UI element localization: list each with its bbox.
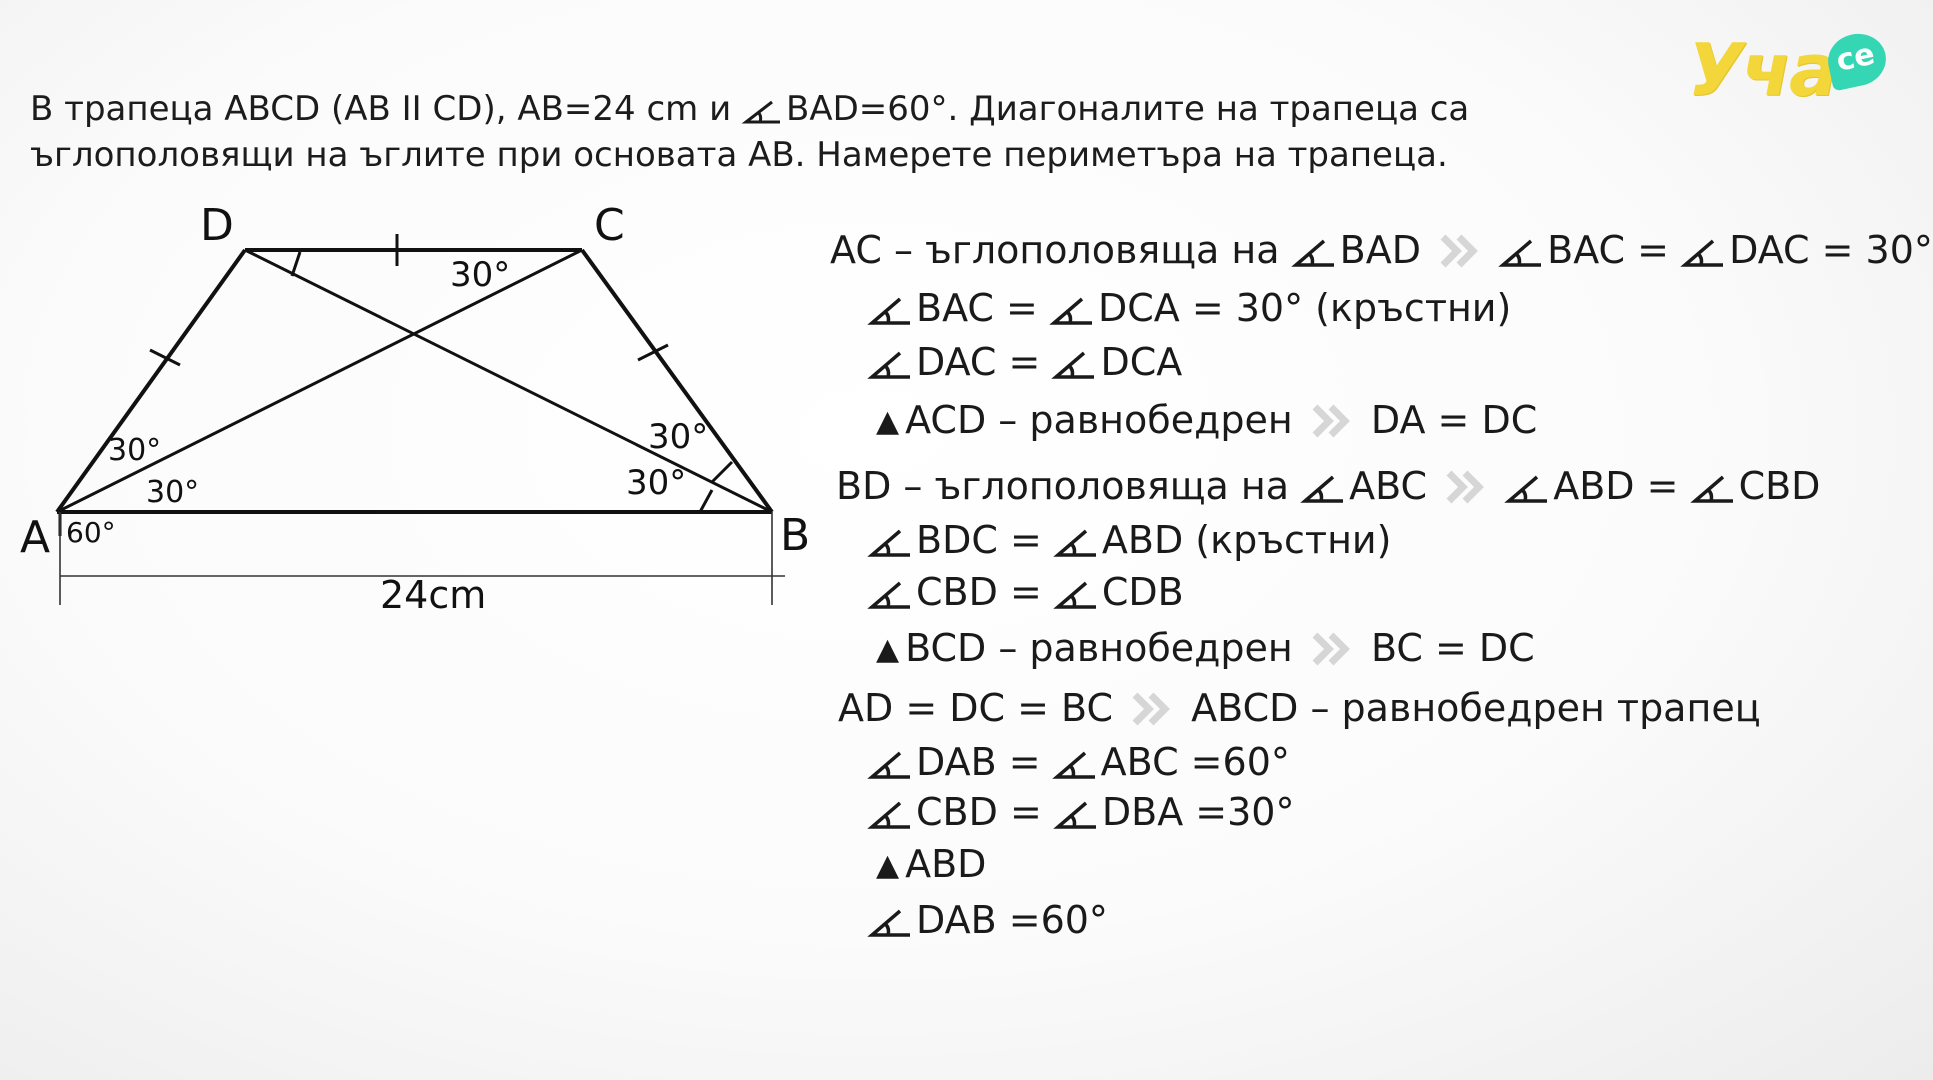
angle-icon xyxy=(1498,239,1542,267)
angle-mark-d xyxy=(290,251,302,277)
angle-icon xyxy=(1053,581,1096,609)
angle-icon xyxy=(867,751,910,779)
solution-text: ACD – равнобедрен xyxy=(905,398,1293,442)
angle-icon xyxy=(1049,297,1092,325)
side-ad xyxy=(55,248,247,514)
double-chevron-icon xyxy=(1312,632,1350,666)
vertex-d-label: D xyxy=(200,200,234,251)
solution-text: BDC = xyxy=(916,518,1042,562)
angle-icon xyxy=(1290,239,1334,267)
solution-text: DBA =30° xyxy=(1101,790,1295,834)
base-length-label: 24cm xyxy=(380,573,486,617)
solution-text: DAC = xyxy=(916,340,1041,384)
solution-line-11: CBD = DBA =30° xyxy=(867,790,1295,834)
solution-line-6: BDC = ABD (кръстни) xyxy=(867,518,1392,562)
double-chevron-icon xyxy=(1132,692,1171,726)
solution-text: DAB =60° xyxy=(916,898,1108,942)
solution-text: ABC =60° xyxy=(1100,740,1290,784)
solution-line-2: BAC = DCA = 30° (кръстни) xyxy=(867,286,1512,330)
angle-icon xyxy=(1051,351,1095,379)
logo-badge-text: се xyxy=(1833,36,1878,79)
angle-icon xyxy=(1053,801,1096,829)
angle-b-lower-label: 30° xyxy=(626,463,686,503)
angle-a-60-label: 60° xyxy=(66,516,116,549)
solution-line-5: BD – ъглополовяща на ABC ABD = CBD xyxy=(836,464,1820,508)
solution-text: ABC xyxy=(1349,464,1428,508)
angle-icon xyxy=(867,351,910,379)
solution-text: DAB = xyxy=(916,740,1041,784)
angle-icon xyxy=(1051,751,1095,779)
solution-text: DCA xyxy=(1100,340,1183,384)
problem-statement: В трапеца ABCD (AB II CD), AB=24 cm и BA… xyxy=(30,86,1650,178)
angle-icon xyxy=(1504,475,1548,503)
tick-cb xyxy=(637,343,669,362)
problem-line-1: В трапеца ABCD (AB II CD), AB=24 cm и BA… xyxy=(30,86,1650,132)
solution-text: CBD xyxy=(1738,464,1821,508)
solution-text: DA = DC xyxy=(1370,398,1538,442)
solution-line-12: ▲ABD xyxy=(876,842,986,886)
solution-text: BD – ъглополовяща на xyxy=(836,464,1290,508)
triangle-icon: ▲ xyxy=(876,632,900,667)
vertex-c-label: C xyxy=(594,200,625,251)
solution-line-7: CBD = CDB xyxy=(867,570,1184,614)
angle-icon xyxy=(867,529,910,557)
solution-line-4: ▲ACD – равнобедрен DA = DC xyxy=(876,398,1537,442)
solution-text: BAC = xyxy=(1547,228,1670,272)
logo: Уча се xyxy=(1688,28,1898,112)
double-chevron-icon xyxy=(1312,404,1350,438)
solution-line-3: DAC = DCA xyxy=(867,340,1183,384)
solution-text: ABD (кръстни) xyxy=(1101,518,1392,562)
logo-text: Уча xyxy=(1688,28,1838,112)
angle-mark-b-lower xyxy=(698,489,714,513)
solution-text: DAC = 30° xyxy=(1729,228,1933,272)
side-cb xyxy=(580,248,774,514)
vertex-b-label: B xyxy=(780,510,810,561)
solution-text: ABCD – равнобедрен трапец xyxy=(1191,686,1761,730)
solution-text: DCA = 30° (кръстни) xyxy=(1097,286,1512,330)
angle-icon xyxy=(1689,475,1733,503)
angle-icon xyxy=(1053,529,1096,557)
solution-line-10: DAB = ABC =60° xyxy=(867,740,1290,784)
solution-text: AD = DC = BC xyxy=(838,686,1113,730)
solution-text: CBD = xyxy=(916,790,1042,834)
problem-line-2: ъглополовящи на ъглите при основата AB. … xyxy=(30,135,1448,175)
angle-icon xyxy=(867,297,910,325)
angle-a-lower-label: 30° xyxy=(146,475,199,510)
angle-icon xyxy=(1300,475,1344,503)
solution-line-1: AC – ъглополовяща на BAD BAC = DAC = 30° xyxy=(830,228,1933,272)
diagonal-bd xyxy=(244,248,773,514)
angle-icon xyxy=(867,801,910,829)
angle-mark-b-upper xyxy=(710,460,734,484)
solution-text: ABD = xyxy=(1553,464,1679,508)
triangle-icon: ▲ xyxy=(876,848,900,883)
solution-text: CBD = xyxy=(916,570,1042,614)
double-chevron-icon xyxy=(1446,470,1485,504)
solution-text: BC = DC xyxy=(1370,626,1535,670)
angle-dc-label: 30° xyxy=(450,255,510,295)
vertex-a-label: A xyxy=(20,512,50,563)
angle-icon xyxy=(867,581,910,609)
trapezoid-diagram: A B C D 60° 30° 30° 30° 30° 30° 24cm xyxy=(20,200,810,617)
problem-text: BAD=60°. Диагоналите на трапеца са xyxy=(786,89,1470,129)
double-chevron-icon xyxy=(1440,234,1479,268)
solution-text: CDB xyxy=(1101,570,1184,614)
solution-text: BAD xyxy=(1339,228,1421,272)
solution-line-8: ▲BCD – равнобедрен BC = DC xyxy=(876,626,1535,670)
tick-ad xyxy=(149,348,181,367)
angle-b-upper-label: 30° xyxy=(648,417,708,457)
angle-icon xyxy=(1680,239,1724,267)
solution-line-9: AD = DC = BC ABCD – равнобедрен трапец xyxy=(838,686,1761,730)
solution-line-13: DAB =60° xyxy=(867,898,1108,942)
diagonal-ac xyxy=(56,248,583,514)
solution-text: ABD xyxy=(905,842,987,886)
angle-icon xyxy=(867,909,910,937)
angle-a-upper-label: 30° xyxy=(108,433,161,468)
angle-icon xyxy=(741,100,780,124)
solution-text: AC – ъглополовяща на xyxy=(830,228,1280,272)
solution-text: BCD – равнобедрен xyxy=(905,626,1293,670)
problem-text: В трапеца ABCD (AB II CD), AB=24 cm и xyxy=(30,89,732,129)
solution-text: BAC = xyxy=(916,286,1038,330)
triangle-icon: ▲ xyxy=(876,404,900,439)
